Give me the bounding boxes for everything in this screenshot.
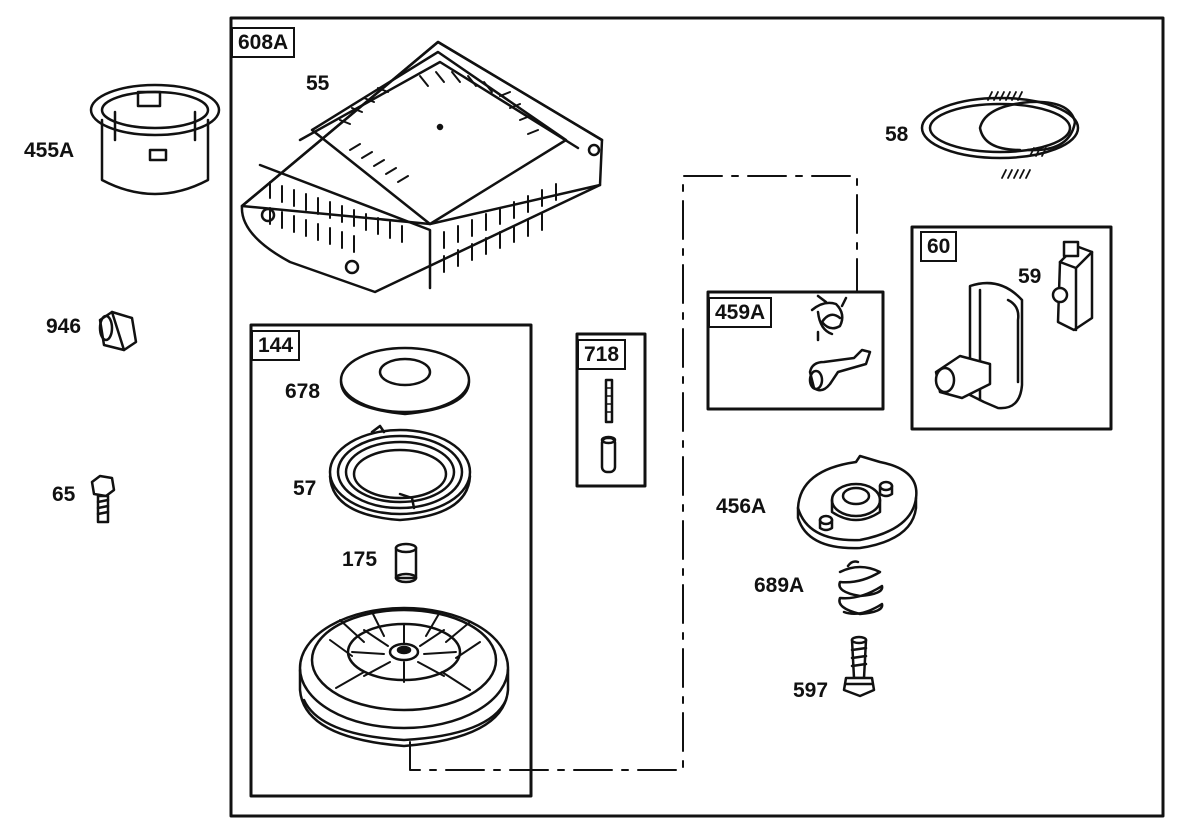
group-459a-frame — [706, 290, 885, 411]
part-175-label: 175 — [342, 548, 378, 571]
part-678-washer-icon — [339, 346, 471, 416]
group-718-tag: 718 — [577, 339, 627, 370]
part-946-bushing-icon — [98, 310, 138, 352]
group-60-frame — [910, 225, 1113, 431]
part-pulley-icon — [298, 606, 510, 748]
part-57-recoil-spring-icon — [328, 424, 472, 522]
part-57-label: 57 — [293, 477, 317, 500]
part-456a-cam-icon — [796, 454, 918, 550]
group-144-frame — [249, 323, 533, 798]
part-456a-label: 456A — [716, 495, 767, 518]
part-55-label: 55 — [306, 72, 330, 95]
part-455a-collar-icon — [89, 83, 221, 196]
part-58-label: 58 — [885, 123, 909, 146]
group-144-tag: 144 — [251, 330, 301, 361]
part-59-label: 59 — [1018, 265, 1042, 288]
part-58-rope-icon — [920, 91, 1080, 179]
part-65-label: 65 — [52, 483, 76, 506]
group-60-tag: 60 — [920, 231, 958, 262]
part-455a-label: 455A — [24, 139, 75, 162]
group-459a-tag: 459A — [708, 297, 773, 328]
group-718-frame — [575, 332, 647, 488]
part-597-label: 597 — [793, 679, 829, 702]
part-689a-label: 689A — [754, 574, 805, 597]
part-946-label: 946 — [46, 315, 82, 338]
part-678-label: 678 — [285, 380, 321, 403]
part-65-bolt-icon — [90, 474, 116, 524]
connector-line — [409, 175, 858, 771]
part-175-dowel-icon — [394, 542, 418, 584]
group-608a-tag: 608A — [231, 27, 296, 58]
part-59-clip-icon — [1051, 240, 1094, 332]
part-55-blower-housing-icon — [240, 40, 604, 294]
part-718-pins-icon — [600, 378, 617, 474]
group-608a-frame — [229, 16, 1165, 818]
part-689a-spring-icon — [838, 560, 884, 616]
part-60-handle-icon — [934, 281, 1024, 410]
part-597-screw-icon — [842, 635, 876, 698]
part-459a-pawl-spring-icon — [808, 294, 872, 392]
